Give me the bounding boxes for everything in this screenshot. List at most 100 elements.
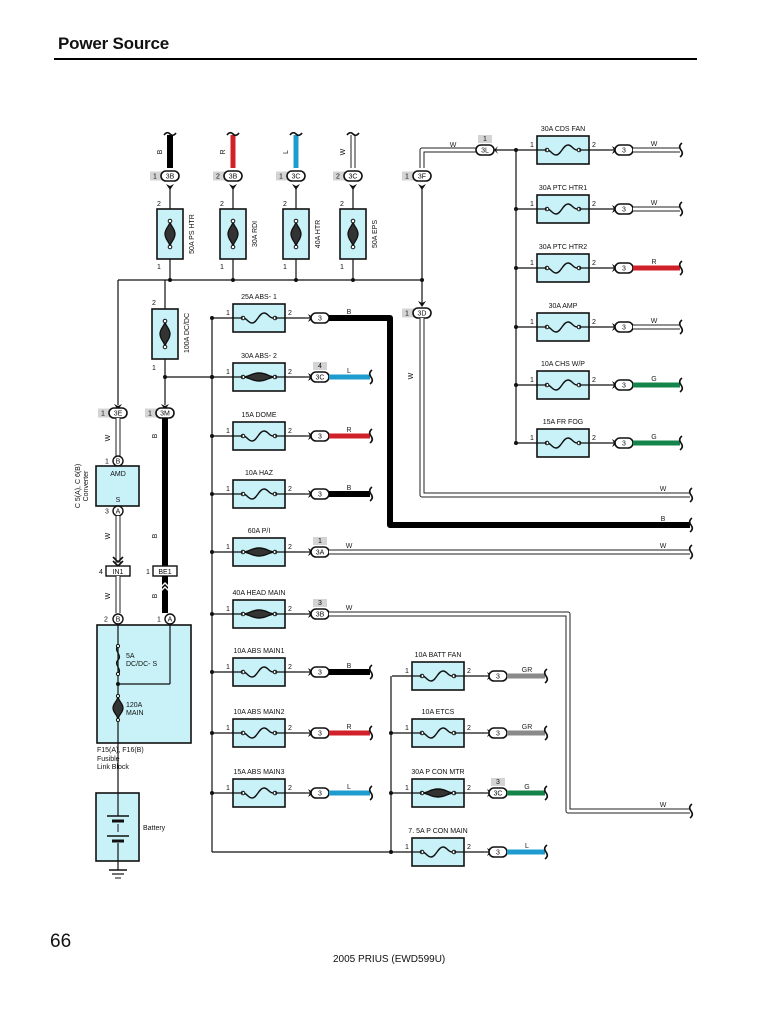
fuse-pin-1: 1 <box>530 260 534 267</box>
connector-id: 3D <box>418 311 427 318</box>
fuse-label: 30A PTC HTR1 <box>539 185 587 192</box>
fuse-icon <box>242 787 274 799</box>
fuse-terminal <box>115 643 121 649</box>
page-title: Power Source <box>58 34 169 53</box>
fuse-label: 25A ABS- 1 <box>241 294 277 301</box>
connector-id: 3B <box>166 174 175 181</box>
connector-3: 3 <box>310 727 330 739</box>
fuse-pin-1: 1 <box>226 785 230 792</box>
pin-label: 2 <box>340 201 344 208</box>
wire-color-label: L <box>347 784 351 791</box>
wire-break-icon <box>226 131 240 137</box>
wire-color-label: B <box>347 309 352 316</box>
fuse-label: 50A PS HTR <box>189 214 196 254</box>
block-name: F15(A), F16(B) <box>97 747 144 754</box>
fuse-pin-2: 2 <box>592 377 596 384</box>
wire-break-icon <box>678 201 684 217</box>
pin-label: 1 <box>220 264 224 271</box>
fuse-terminal <box>293 218 299 224</box>
connector-id: 3 <box>622 266 626 273</box>
wire-break-icon <box>543 668 549 684</box>
connector-3: 3 <box>310 666 330 678</box>
wire-color-label: R <box>346 724 351 731</box>
wire-break-icon <box>346 131 360 137</box>
wire-color-label: R <box>346 427 351 434</box>
connector-id: 3B <box>229 174 238 181</box>
battery-label: Battery <box>143 825 166 832</box>
connector-3: 3 <box>310 312 330 324</box>
connector-pin-number: 1 <box>405 311 409 318</box>
connector-oval <box>223 170 243 182</box>
fuse-pin-1: 1 <box>405 668 409 675</box>
connector-id: 3 <box>622 207 626 214</box>
connector-id: 3A <box>316 550 325 557</box>
wire-break-icon <box>543 785 549 801</box>
wire-color-label: B <box>661 516 666 523</box>
fuse-pin-2: 2 <box>467 668 471 675</box>
connector-id: 3C <box>316 375 325 382</box>
connector-id: 3F <box>418 174 426 181</box>
wire-break-icon <box>368 486 374 502</box>
junction-dot <box>210 670 214 674</box>
connector-id: 3 <box>496 731 500 738</box>
wire-color-label: G <box>651 376 656 383</box>
connector-3: 3 <box>310 787 330 799</box>
fuse-pin-1: 1 <box>226 664 230 671</box>
junction-dot <box>116 682 120 686</box>
pin-label: 1 <box>157 617 161 624</box>
fuse-label: 7. 5A P CON MAIN <box>408 828 467 835</box>
connector-3: 3 <box>488 670 508 682</box>
connector-id: 3 <box>622 148 626 155</box>
connector-id: 3B <box>316 612 325 619</box>
fuse-pin-1: 1 <box>530 201 534 208</box>
junction-dot <box>389 731 393 735</box>
pin-tag: B <box>116 459 121 466</box>
junction-dot <box>514 207 518 211</box>
fuse-pin-2: 2 <box>288 544 292 551</box>
fuse-label: 30A ABS- 2 <box>241 353 277 360</box>
wire-break-icon <box>678 142 684 158</box>
wire-break-icon <box>688 517 694 533</box>
fuse-pin-1: 1 <box>530 142 534 149</box>
fuse-label: 10A CHS W/P <box>541 361 585 368</box>
connector-pin-tag <box>402 308 414 318</box>
fuse-pin-2: 2 <box>288 606 292 613</box>
connector-pin-number: 1 <box>153 174 157 181</box>
fuse-pin-2: 2 <box>467 844 471 851</box>
fuse-pin-2: 2 <box>592 260 596 267</box>
fuse-label: 15A FR FOG <box>543 419 583 426</box>
title-rule <box>54 58 697 60</box>
fusible-link-3 <box>339 208 367 260</box>
fuse-pin-2: 2 <box>288 664 292 671</box>
fusible-link-icon <box>347 220 359 248</box>
fuse-label: 50A EPS <box>372 220 379 248</box>
connector-id: 3 <box>318 492 322 499</box>
fuse-pin-2: 2 <box>288 369 292 376</box>
connector-pin-tag <box>145 408 157 418</box>
wire-color-label: G <box>651 434 656 441</box>
fuse-icon <box>242 727 274 739</box>
connector-id: 3L <box>481 148 489 155</box>
junction-dot <box>210 492 214 496</box>
connector-3C: 43C <box>310 362 330 383</box>
connector-pin-tag <box>276 171 288 181</box>
fuse-pin-1: 1 <box>405 844 409 851</box>
fuse-icon <box>546 321 578 333</box>
wire-color-label: W <box>450 142 457 149</box>
fuse-pin-1: 1 <box>530 319 534 326</box>
pin-label: 3 <box>105 509 109 516</box>
wire-color-label: L <box>525 843 529 850</box>
fuse-icon <box>546 144 578 156</box>
fuse-label: 5A <box>126 653 135 660</box>
pin-label: 2 <box>220 201 224 208</box>
connector-3A: 13A <box>310 537 330 558</box>
connector-3: 3 <box>614 262 634 274</box>
pin-tag: B <box>116 617 121 624</box>
block-name: Link Block <box>97 764 129 771</box>
fuse-pin-1: 1 <box>226 544 230 551</box>
connector-id: 3 <box>496 674 500 681</box>
